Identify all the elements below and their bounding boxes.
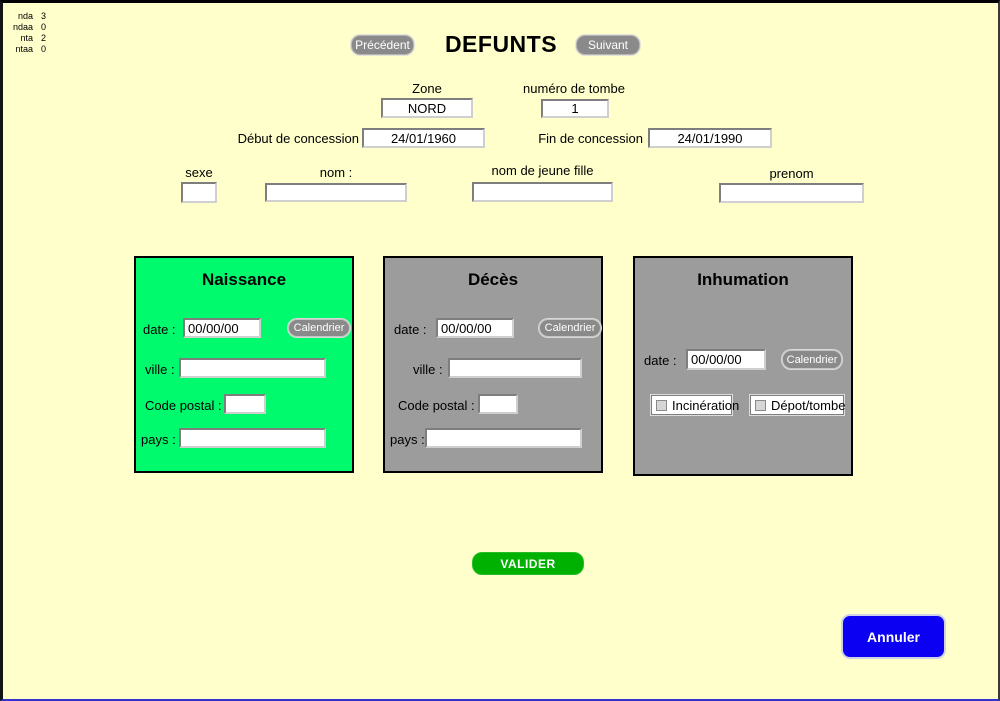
deces-panel: Décès date : Calendrier ville : Code pos… (383, 256, 603, 473)
inhumation-date-label: date : (644, 353, 677, 368)
counter-ntaa: ntaa 0 (7, 44, 46, 55)
depot-tombe-label: Dépot/tombe (771, 397, 846, 413)
naissance-code-postal-input[interactable] (224, 394, 266, 414)
inhumation-calendrier-button[interactable]: Calendrier (782, 350, 842, 369)
debug-counters: nda 3 ndaa 0 nta 2 ntaa 0 (7, 11, 46, 55)
depot-tombe-checkbox-group[interactable]: Dépot/tombe (750, 395, 846, 415)
incineration-checkbox-group[interactable]: Incinération (651, 395, 739, 415)
concession-end-input[interactable] (648, 128, 772, 148)
prenom-label: prenom (769, 166, 814, 181)
prenom-input[interactable] (719, 183, 864, 203)
tomb-number-input[interactable] (541, 99, 609, 118)
deces-date-input[interactable] (436, 318, 514, 338)
incineration-label: Incinération (672, 397, 740, 413)
incineration-checkbox[interactable] (656, 399, 667, 411)
inhumation-panel: Inhumation date : Calendrier Incinératio… (633, 256, 853, 476)
naissance-pays-input[interactable] (179, 428, 326, 448)
naissance-pays-label: pays : (141, 432, 176, 447)
counter-label: ndaa (12, 22, 33, 32)
counter-label: ntaa (15, 44, 33, 54)
deces-ville-label: ville : (413, 362, 443, 377)
nom-jeune-fille-input[interactable] (472, 182, 613, 202)
concession-start-input[interactable] (362, 128, 485, 148)
counter-label: nta (20, 33, 33, 43)
next-button[interactable]: Suivant (576, 35, 640, 55)
counter-value: 3 (41, 11, 47, 21)
nom-label: nom : (319, 165, 353, 180)
depot-tombe-checkbox[interactable] (755, 399, 766, 411)
deces-pays-input[interactable] (425, 428, 582, 448)
valider-button[interactable]: VALIDER (472, 552, 584, 575)
deces-code-postal-label: Code postal : (398, 398, 475, 413)
counter-ndaa: ndaa 0 (7, 22, 46, 33)
naissance-title: Naissance (201, 270, 287, 289)
nom-jeune-fille-label: nom de jeune fille (491, 163, 594, 178)
concession-start-label: Début de concession (237, 131, 359, 146)
deces-code-postal-input[interactable] (478, 394, 518, 414)
naissance-ville-label: ville : (145, 362, 175, 377)
tomb-number-label: numéro de tombe (523, 81, 625, 96)
naissance-date-label: date : (143, 322, 176, 337)
deces-calendrier-button[interactable]: Calendrier (539, 319, 601, 337)
concession-end-label: Fin de concession (538, 131, 643, 146)
counter-nta: nta 2 (7, 33, 46, 44)
zone-input[interactable] (381, 98, 473, 118)
deces-title: Décès (467, 270, 519, 289)
deces-pays-label: pays : (390, 432, 425, 447)
zone-label: Zone (412, 81, 442, 96)
inhumation-date-input[interactable] (686, 349, 766, 370)
naissance-date-input[interactable] (183, 318, 261, 338)
nom-input[interactable] (265, 183, 407, 202)
inhumation-title: Inhumation (697, 270, 789, 289)
naissance-calendrier-button[interactable]: Calendrier (288, 319, 350, 337)
page-title: DEFUNTS (444, 31, 558, 57)
deces-ville-input[interactable] (448, 358, 582, 378)
counter-label: nda (17, 11, 33, 21)
counter-value: 0 (41, 44, 47, 54)
naissance-ville-input[interactable] (179, 358, 326, 378)
sexe-label: sexe (185, 165, 213, 180)
deces-date-label: date : (394, 322, 427, 337)
naissance-panel: Naissance date : Calendrier ville : Code… (134, 256, 354, 473)
counter-value: 0 (41, 22, 47, 32)
sexe-input[interactable] (181, 182, 217, 203)
counter-value: 2 (41, 33, 47, 43)
annuler-button[interactable]: Annuler (841, 614, 946, 659)
counter-nda: nda 3 (7, 11, 46, 22)
naissance-code-postal-label: Code postal : (145, 398, 222, 413)
previous-button[interactable]: Précédent (351, 35, 414, 55)
